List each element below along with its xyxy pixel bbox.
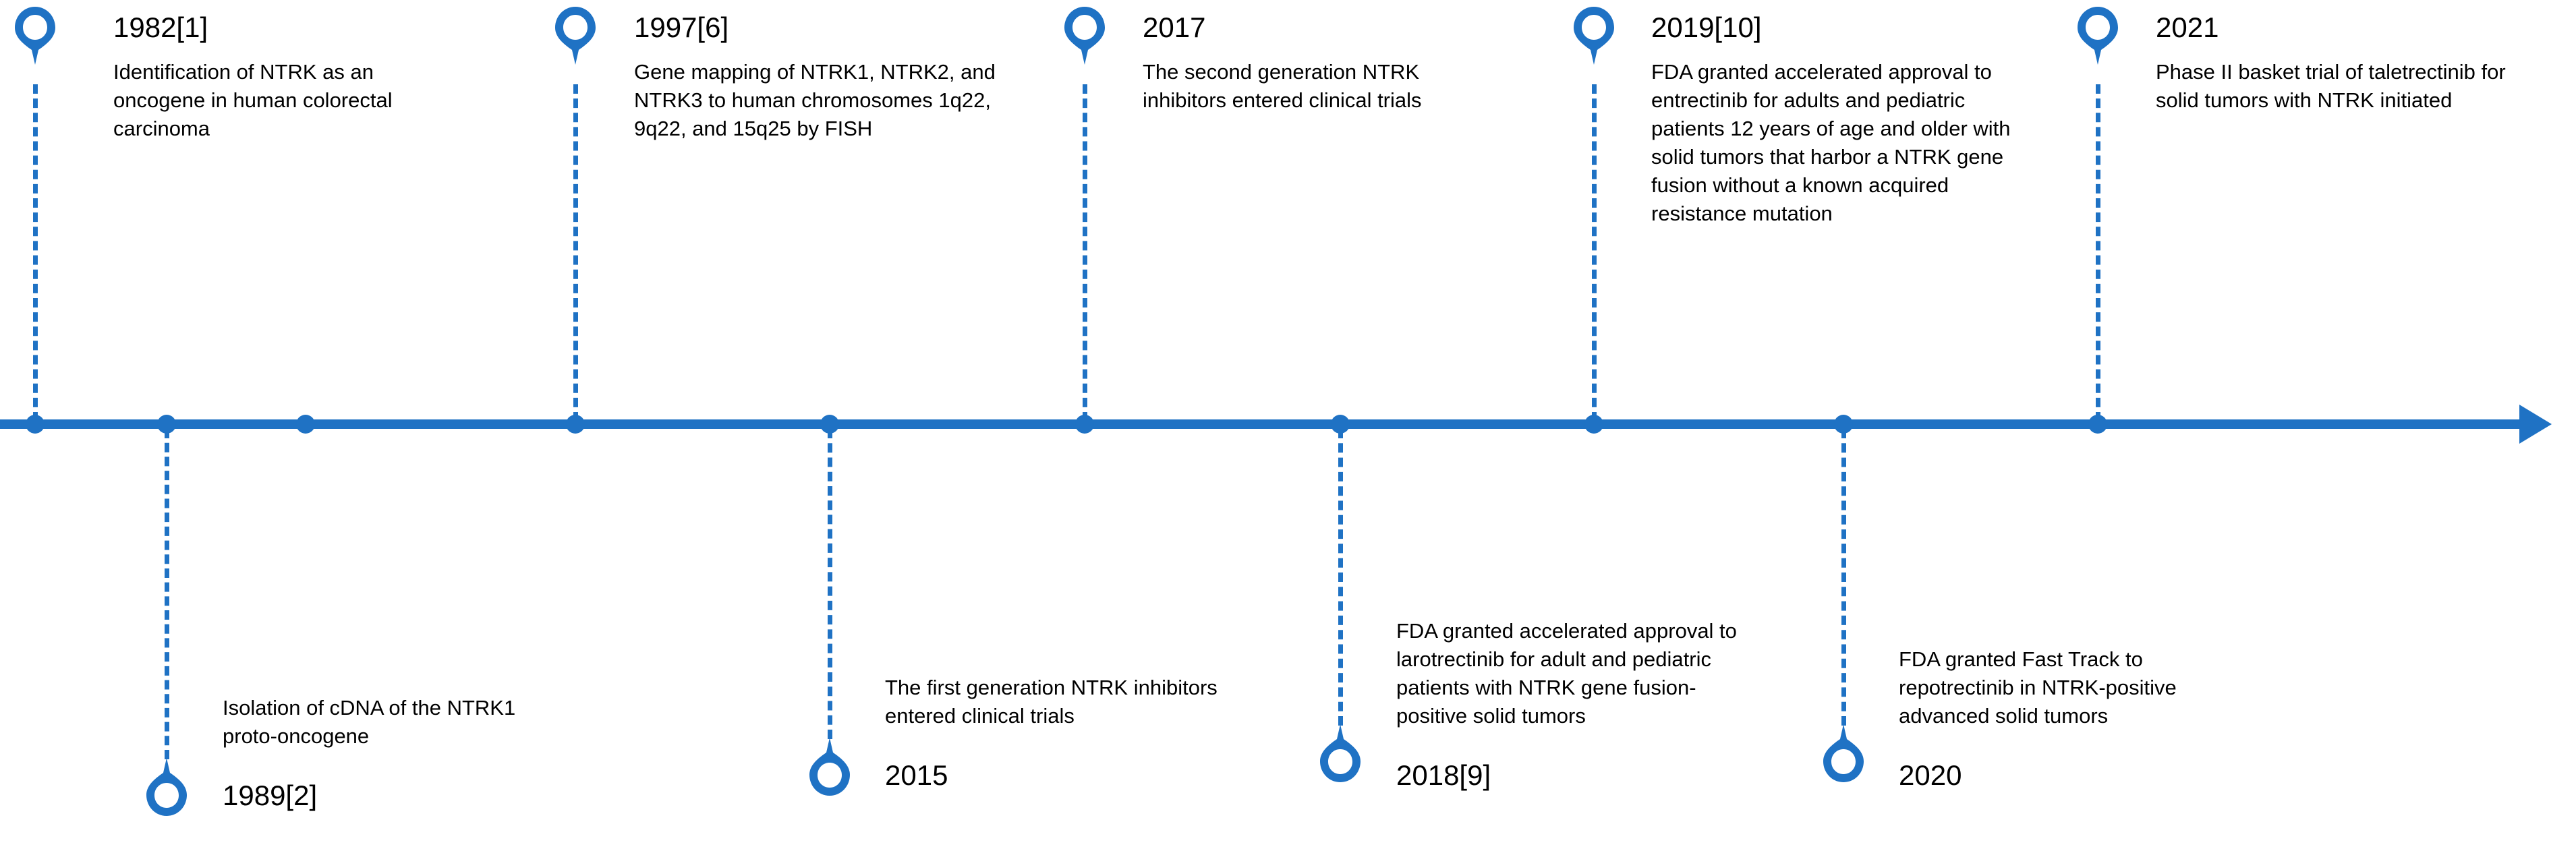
map-pin-icon[interactable] [2076, 5, 2119, 66]
map-pin-icon[interactable] [554, 5, 597, 66]
event-description: FDA granted Fast Track to repotrectinib … [1899, 647, 2177, 728]
connector-2018 [1338, 429, 1343, 726]
event-year: 2015 [885, 759, 948, 791]
connector-1989 [165, 429, 169, 759]
connector-1982 [33, 84, 38, 421]
event-year: 2019[10] [1651, 11, 1762, 43]
event-description: Gene mapping of NTRK1, NTRK2, and NTRK3 … [634, 60, 996, 140]
map-pin-icon[interactable] [1063, 5, 1106, 66]
event-year: 2018[9] [1396, 759, 1491, 791]
map-pin-icon[interactable] [1572, 5, 1615, 66]
connector-1997 [573, 84, 578, 421]
connector-2020 [1841, 429, 1846, 726]
event-description: Isolation of cDNA of the NTRK1 proto-onc… [223, 696, 516, 748]
event-description: Phase II basket trial of taletrectinib f… [2156, 60, 2506, 112]
event-description: The first generation NTRK inhibitors ent… [885, 676, 1218, 728]
event-description: FDA granted accelerated approval to entr… [1651, 60, 2011, 225]
connector-2021 [2096, 84, 2100, 421]
event-description: Identification of NTRK as an oncogene in… [113, 60, 393, 140]
event-2018: FDA granted accelerated approval to laro… [1396, 519, 1761, 792]
map-pin-icon[interactable] [145, 757, 188, 817]
connector-2015 [828, 429, 832, 739]
event-year: 1982[1] [113, 11, 208, 43]
map-pin-icon[interactable] [808, 736, 851, 797]
event-2020: FDA granted Fast Track to repotrectinib … [1899, 553, 2223, 792]
event-2015: The first generation NTRK inhibitors ent… [885, 593, 1249, 792]
connector-2017 [1083, 84, 1087, 421]
event-year: 2021 [2156, 11, 2219, 43]
map-pin-icon[interactable] [1822, 723, 1865, 784]
connector-2019 [1592, 84, 1597, 421]
event-year: 1997[6] [634, 11, 729, 43]
event-year: 1989[2] [223, 780, 318, 811]
event-description: FDA granted accelerated approval to laro… [1396, 619, 1737, 728]
axis-node-extra[interactable] [296, 415, 315, 434]
event-year: 2020 [1899, 759, 1962, 791]
event-year: 2017 [1143, 11, 1206, 43]
map-pin-icon[interactable] [1319, 723, 1362, 784]
map-pin-icon[interactable] [13, 5, 57, 66]
event-1989: Isolation of cDNA of the NTRK1 proto-onc… [223, 641, 573, 813]
timeline-arrow-icon [2519, 405, 2552, 444]
event-description: The second generation NTRK inhibitors en… [1143, 60, 1422, 112]
timeline-axis-line [0, 419, 2536, 429]
